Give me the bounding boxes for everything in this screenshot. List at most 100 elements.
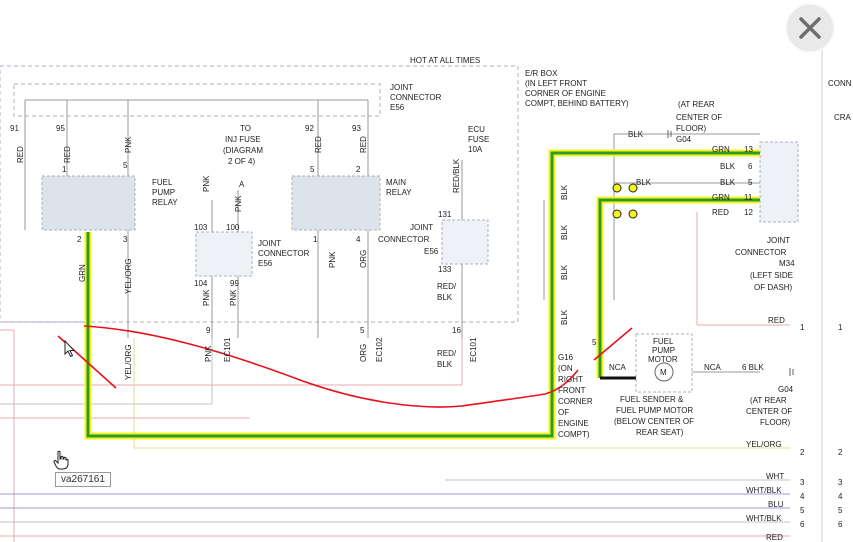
pin-number: 5 (592, 338, 597, 347)
pin-number: 2 (77, 235, 82, 244)
pin-number: 1 (800, 323, 805, 332)
label: CONNECTOR (735, 248, 787, 257)
label: FUEL SENDER & (620, 395, 684, 404)
er-box-outline (0, 65, 519, 323)
wire-label: WHT/BLK (746, 486, 782, 495)
label: CONNECTOR (390, 93, 442, 102)
wire-label: GRN (78, 264, 87, 282)
label: 2 OF 4) (228, 157, 255, 166)
pin-number: 5 (800, 506, 805, 515)
wire-label: EC101 (469, 337, 478, 362)
wire-label: BLK (636, 178, 652, 187)
label: FUSE (468, 135, 489, 144)
wire-label: ORG (359, 250, 368, 268)
pin-number: 91 (10, 124, 19, 133)
fuel-pump-relay (41, 175, 136, 231)
label: CONN (828, 79, 852, 88)
tooltip: va267161 (55, 472, 111, 487)
pin-number: 2 (800, 448, 805, 457)
wire-label: RED/ (437, 282, 457, 291)
label: CORNER OF ENGINE (525, 89, 606, 98)
wire-label: RED (16, 146, 25, 163)
pin-number: 3 (838, 478, 843, 487)
label: G04 (676, 135, 692, 144)
pin-number: 133 (438, 265, 452, 274)
pin-number: 93 (352, 124, 361, 133)
ground-symbol-bottom (789, 368, 794, 376)
wire-label: YEL/ORG (124, 258, 133, 294)
label: (AT REAR (750, 396, 787, 405)
red-annotations (57, 325, 633, 408)
label: OF (558, 408, 569, 417)
wire-label: RED (768, 316, 785, 325)
label: COMPT, BEHIND BATTERY) (525, 99, 629, 108)
pin-number: 2 (838, 448, 843, 457)
pin-number: 5 (748, 178, 753, 187)
label: (BELOW CENTER OF (614, 417, 694, 426)
pin-number: 5 (310, 165, 315, 174)
label: ECU (468, 125, 485, 134)
wire-label: GRN (712, 193, 730, 202)
wire-label: GRN (712, 145, 730, 154)
label: E56 (390, 103, 405, 112)
wire-label: BLK (560, 184, 569, 200)
label: INJ FUSE (225, 135, 261, 144)
wire-labels-vertical: RED RED PNK RED RED RED/BLK PNK PNK GRN … (16, 136, 569, 380)
wire-label: EC102 (375, 337, 384, 362)
wire-label: ORG (359, 344, 368, 362)
hot-at-all-times-label: HOT AT ALL TIMES (410, 56, 480, 65)
wire-label: PNK (234, 195, 243, 212)
label: PUMP (152, 188, 175, 197)
label: COMPT) (558, 430, 590, 439)
internal-wires (24, 100, 760, 373)
label: A (239, 180, 245, 189)
wire-label: RED (314, 136, 323, 153)
wire-label: WHT (766, 472, 784, 481)
label: E56 (424, 247, 439, 256)
label: NCA (609, 363, 627, 372)
pin-number: 4 (800, 492, 805, 501)
wire-label: WHT/BLK (746, 514, 782, 523)
background-wires (0, 212, 790, 542)
label: JOINT (767, 236, 790, 245)
joint-connector-mid (195, 231, 253, 277)
pin-number: 5 (123, 161, 128, 170)
wire-label: PNK (328, 251, 337, 268)
pin-number: 1 (838, 323, 843, 332)
pin-number: 13 (744, 145, 753, 154)
label: G04 (778, 385, 794, 394)
label: FUEL (653, 337, 674, 346)
wire-label: PNK (204, 345, 213, 362)
pin-number: 6 (800, 520, 805, 529)
label: FLOOR) (760, 418, 791, 427)
wire-label: PNK (124, 136, 133, 153)
pin-number: 2 (356, 165, 361, 174)
wire-label: BLU (768, 500, 784, 509)
pin-number: 3 (123, 235, 128, 244)
label: CONNECTOR (378, 235, 430, 244)
highlighted-circuit (84, 149, 760, 440)
label: OF DASH) (754, 283, 793, 292)
wire-label: EC101 (223, 337, 232, 362)
close-button[interactable] (787, 5, 833, 51)
wire-label: RED/BLK (452, 158, 461, 193)
pin-number: 131 (438, 210, 452, 219)
label: 10A (468, 145, 483, 154)
label: CONNECTOR (258, 249, 310, 258)
wire-label: BLK (720, 162, 736, 171)
wire-label: RED (359, 136, 368, 153)
label: RIGHT (558, 375, 583, 384)
pin-number: 104 (194, 279, 208, 288)
label: E56 (258, 259, 273, 268)
label: JOINT (258, 239, 281, 248)
wire-label: PNK (229, 289, 238, 306)
label: FUEL (152, 178, 173, 187)
wire-label: BLK (628, 130, 644, 139)
label: TO (240, 124, 251, 133)
close-icon (799, 17, 821, 39)
label: CORNER (558, 397, 593, 406)
label: JOINT (410, 223, 433, 232)
main-relay (291, 175, 381, 231)
label: ENGINE (558, 419, 589, 428)
pin-number: 103 (194, 223, 208, 232)
